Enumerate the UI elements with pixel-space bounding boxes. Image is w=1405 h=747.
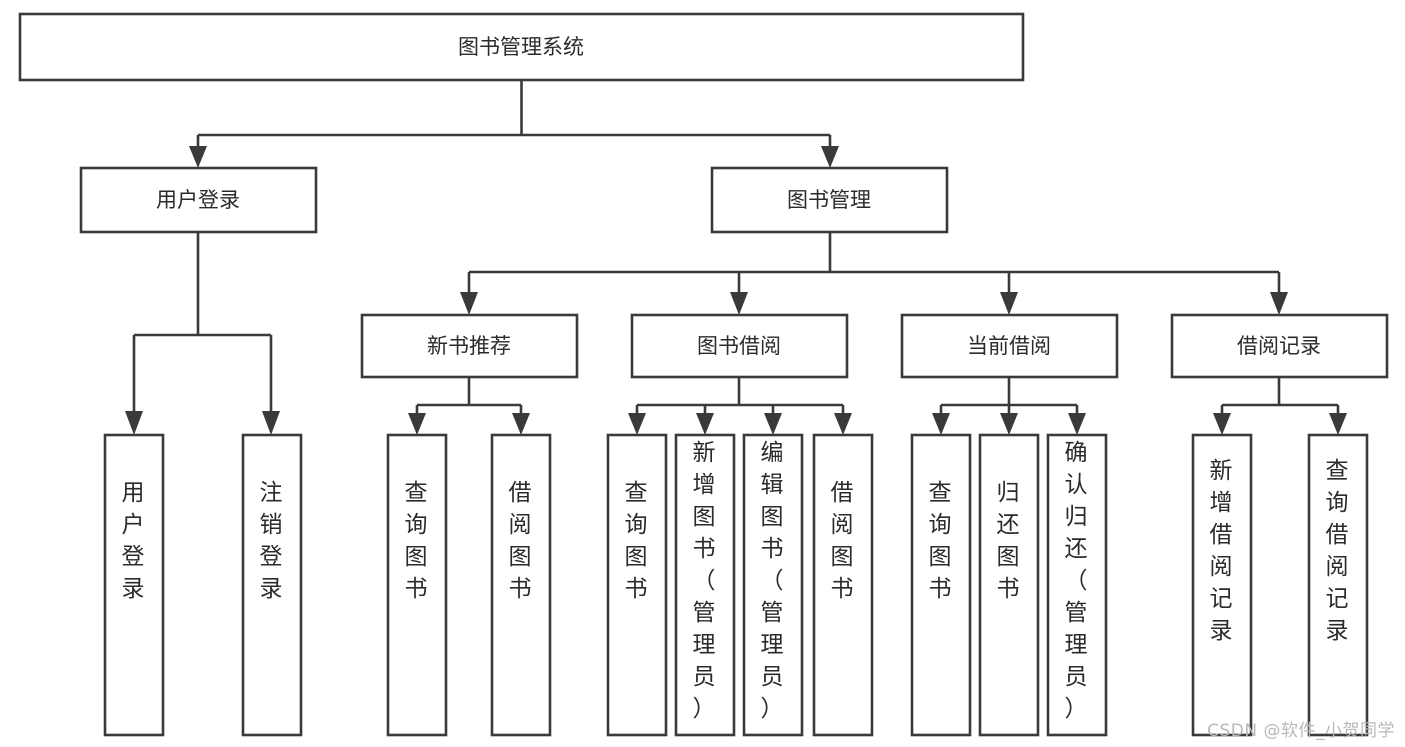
- leaf-borrow-record-2-box[interactable]: [1307, 433, 1369, 737]
- leaf-book-borrow-4-label: 借阅图书: [831, 480, 856, 602]
- leaf-borrow-record-1[interactable]: 新增借阅记录: [1191, 433, 1253, 737]
- leaf-book-borrow-4[interactable]: 借阅图书: [812, 433, 874, 737]
- leaf-new-book-2-box[interactable]: [490, 433, 552, 737]
- arrow-current-borrow-leaf1: [932, 413, 950, 435]
- leaf-book-borrow-3[interactable]: 编辑图书（管理员）: [742, 433, 804, 737]
- leaf-current-borrow-1-label: 查询图书: [929, 480, 954, 602]
- node-user-login-label: 用户登录: [156, 188, 240, 212]
- node-new-book[interactable]: 新书推荐: [360, 313, 579, 379]
- node-root[interactable]: 图书管理系统: [18, 12, 1025, 82]
- arrow-root-to-book-manage: [821, 146, 839, 168]
- connector-group-user-login: [125, 232, 280, 435]
- node-new-book-box[interactable]: [360, 313, 579, 379]
- node-user-login-box[interactable]: [79, 166, 318, 234]
- node-borrow-record-label: 借阅记录: [1237, 334, 1321, 358]
- node-borrow-record-box[interactable]: [1170, 313, 1389, 379]
- node-book-borrow[interactable]: 图书借阅: [630, 313, 849, 379]
- leaf-user-login-2-label: 注销登录: [260, 480, 285, 602]
- leaf-current-borrow-2-box[interactable]: [978, 433, 1040, 737]
- connector-group-current-borrow: [932, 377, 1086, 435]
- node-root-box[interactable]: [18, 12, 1025, 82]
- leaf-current-borrow-2-label: 归还图书: [997, 480, 1022, 602]
- leaf-book-borrow-1-box[interactable]: [606, 433, 668, 737]
- connector-group-root: [189, 80, 839, 168]
- leaf-current-borrow-1[interactable]: 查询图书: [910, 433, 972, 737]
- leaf-book-borrow-4-box[interactable]: [812, 433, 874, 737]
- arrow-new-book-leaf1: [408, 413, 426, 435]
- leaf-user-login-1-label: 用户登录: [122, 480, 147, 602]
- leaf-current-borrow-3-box[interactable]: [1046, 433, 1108, 737]
- node-user-login[interactable]: 用户登录: [79, 166, 318, 234]
- leaf-book-borrow-2-label: 新增图书（管理员）: [693, 440, 718, 722]
- arrow-to-book-borrow: [730, 292, 748, 315]
- leaf-current-borrow-2[interactable]: 归还图书: [978, 433, 1040, 737]
- arrow-to-new-book: [460, 292, 478, 315]
- leaf-borrow-record-2[interactable]: 查询借阅记录: [1307, 433, 1369, 737]
- leaf-new-book-2-label: 借阅图书: [509, 480, 534, 602]
- node-new-book-label: 新书推荐: [427, 334, 511, 358]
- leaf-current-borrow-3-label: 确认归还（管理员）: [1065, 440, 1090, 722]
- leaf-current-borrow-3[interactable]: 确认归还（管理员）: [1046, 433, 1108, 737]
- node-root-label: 图书管理系统: [458, 35, 584, 59]
- arrow-user-login-leaf1: [125, 411, 143, 435]
- leaf-new-book-1-label: 查询图书: [405, 480, 430, 602]
- leaf-book-borrow-1[interactable]: 查询图书: [606, 433, 668, 737]
- leaf-book-borrow-3-box[interactable]: [742, 433, 804, 737]
- arrow-book-borrow-leaf4: [834, 413, 852, 435]
- arrow-to-current-borrow: [1000, 292, 1018, 315]
- leaf-user-login-1-box[interactable]: [103, 433, 165, 737]
- node-current-borrow-box[interactable]: [900, 313, 1119, 379]
- connector-group-borrow-record: [1213, 377, 1347, 435]
- leaf-new-book-1[interactable]: 查询图书: [386, 433, 448, 737]
- leaf-book-borrow-2[interactable]: 新增图书（管理员）: [674, 433, 736, 737]
- node-current-borrow[interactable]: 当前借阅: [900, 313, 1119, 379]
- node-book-borrow-label: 图书借阅: [697, 334, 781, 358]
- leaf-user-login-2[interactable]: 注销登录: [241, 433, 303, 737]
- leaf-borrow-record-2-label: 查询借阅记录: [1326, 458, 1351, 644]
- arrow-new-book-leaf2: [512, 413, 530, 435]
- leaf-user-login-2-box[interactable]: [241, 433, 303, 737]
- arrow-user-login-leaf2: [262, 411, 280, 435]
- arrow-borrow-record-leaf1: [1213, 413, 1231, 435]
- node-book-manage-label: 图书管理: [787, 188, 871, 212]
- arrow-current-borrow-leaf2: [1000, 413, 1018, 435]
- leaf-book-borrow-3-label: 编辑图书（管理员）: [761, 440, 786, 722]
- connector-group-new-book: [408, 377, 530, 435]
- leaf-book-borrow-1-label: 查询图书: [625, 480, 650, 602]
- arrow-current-borrow-leaf3: [1068, 413, 1086, 435]
- leaf-current-borrow-1-box[interactable]: [910, 433, 972, 737]
- arrow-book-borrow-leaf1: [628, 413, 646, 435]
- arrow-root-to-user-login: [189, 146, 207, 168]
- node-book-manage[interactable]: 图书管理: [710, 166, 949, 234]
- leaf-user-login-1[interactable]: 用户登录: [103, 433, 165, 737]
- node-borrow-record[interactable]: 借阅记录: [1170, 313, 1389, 379]
- connector-group-book-borrow: [628, 377, 852, 435]
- arrow-book-borrow-leaf3: [764, 413, 782, 435]
- arrow-to-borrow-record: [1270, 292, 1288, 315]
- leaf-book-borrow-2-box[interactable]: [674, 433, 736, 737]
- node-book-borrow-box[interactable]: [630, 313, 849, 379]
- leaf-new-book-1-box[interactable]: [386, 433, 448, 737]
- arrow-borrow-record-leaf2: [1329, 413, 1347, 435]
- node-book-manage-box[interactable]: [710, 166, 949, 234]
- leaf-borrow-record-1-label: 新增借阅记录: [1210, 458, 1235, 644]
- arrow-book-borrow-leaf2: [696, 413, 714, 435]
- connector-group-book-manage: [460, 232, 1288, 315]
- leaf-new-book-2[interactable]: 借阅图书: [490, 433, 552, 737]
- node-current-borrow-label: 当前借阅: [967, 334, 1051, 358]
- leaf-borrow-record-1-box[interactable]: [1191, 433, 1253, 737]
